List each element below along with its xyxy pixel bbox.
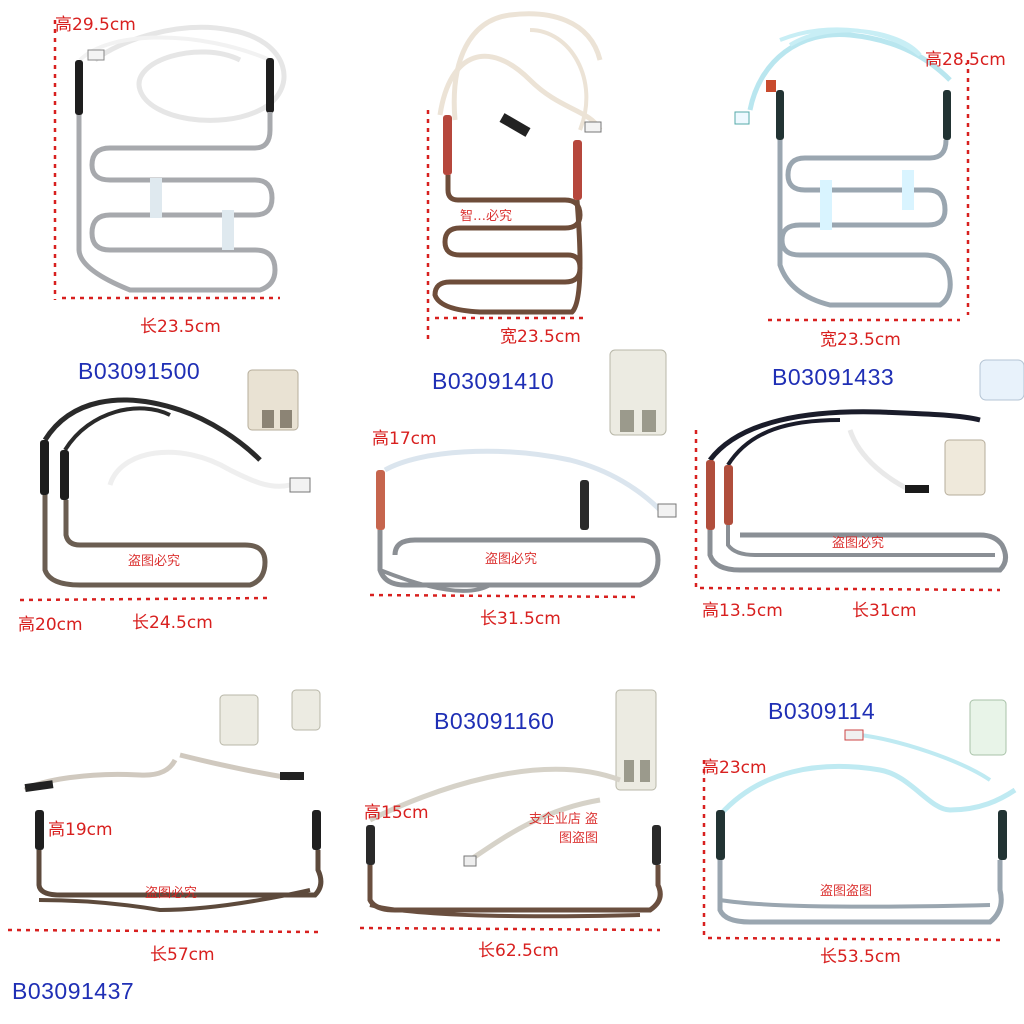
product-code: B03091160 (434, 708, 555, 734)
watermark: 智…必究 (460, 209, 513, 224)
product-panel-5: B03091410 高17cm 盗图必究 长31.5cm (340, 340, 680, 660)
dimension-label-length: 长24.5cm (132, 613, 213, 633)
dimension-label-height: 高15cm (364, 803, 429, 823)
dimension-label-length: 长57cm (150, 945, 215, 965)
product-code: B03091437 (12, 978, 135, 1004)
watermark: 盗图必究 (145, 886, 198, 901)
dimension-label-height: 高17cm (372, 429, 437, 449)
dimension-label-width: 宽23.5cm (820, 330, 901, 350)
watermark: 盗图必究 (485, 552, 538, 567)
heater-illustration (53, 20, 287, 300)
heater-illustration (694, 359, 1024, 592)
dimension-label-height: 高19cm (48, 820, 113, 840)
dimension-label-length: 长23.5cm (140, 317, 221, 337)
watermark: 盗图盗图 (820, 884, 873, 899)
heater-illustration (7, 689, 324, 934)
product-code: B03091410 (432, 368, 555, 394)
product-panel-7: 高19cm 盗图必究 长57cm B03091437 (0, 660, 340, 1024)
dimension-label-length: 长31cm (852, 601, 917, 621)
heater-illustration (359, 689, 663, 932)
dimension-label-height: 高20cm (18, 615, 83, 635)
dimension-label-height: 高28.5cm (925, 50, 1006, 70)
product-panel-9: B0309114 高23cm 盗图盗图 长53.5cm (680, 660, 1024, 1024)
product-panel-4: B03091500 盗图必究 高20cm 长24.5cm (0, 340, 340, 660)
product-panel-1: 高29.5cm 长23.5cm (0, 0, 340, 340)
dimension-label-height: 高13.5cm (702, 601, 783, 621)
heater-illustration (702, 699, 1017, 942)
product-panel-2: 智…必究 宽23.5cm (340, 0, 680, 347)
heater-illustration (369, 349, 677, 599)
product-panel-6: B03091433 盗图必究 高13.5cm 长31cm (680, 340, 1024, 660)
dimension-label-length: 长53.5cm (820, 947, 901, 967)
watermark: 盗图必究 (128, 554, 181, 569)
watermark: 盗图必究 (832, 536, 885, 551)
product-panel-3: 高28.5cm 宽23.5cm (680, 0, 1024, 350)
product-code: B03091433 (772, 364, 895, 390)
dimension-label-length: 长62.5cm (478, 941, 559, 961)
product-code: B03091500 (78, 358, 201, 384)
heater-illustration (734, 27, 970, 322)
heater-illustration (426, 11, 603, 340)
dimension-label-height: 高23cm (702, 758, 767, 778)
dimension-label-height: 高29.5cm (55, 15, 136, 35)
dimension-label-width: 宽23.5cm (500, 327, 581, 347)
heater-illustration (19, 369, 311, 602)
product-code: B0309114 (768, 698, 876, 724)
product-panel-8: B03091160 高15cm 支企业店 盗图盗图 长62.5cm (340, 660, 680, 1024)
dimension-label-length: 长31.5cm (480, 609, 561, 629)
watermark: 支企业店 盗图盗图 (528, 812, 598, 846)
